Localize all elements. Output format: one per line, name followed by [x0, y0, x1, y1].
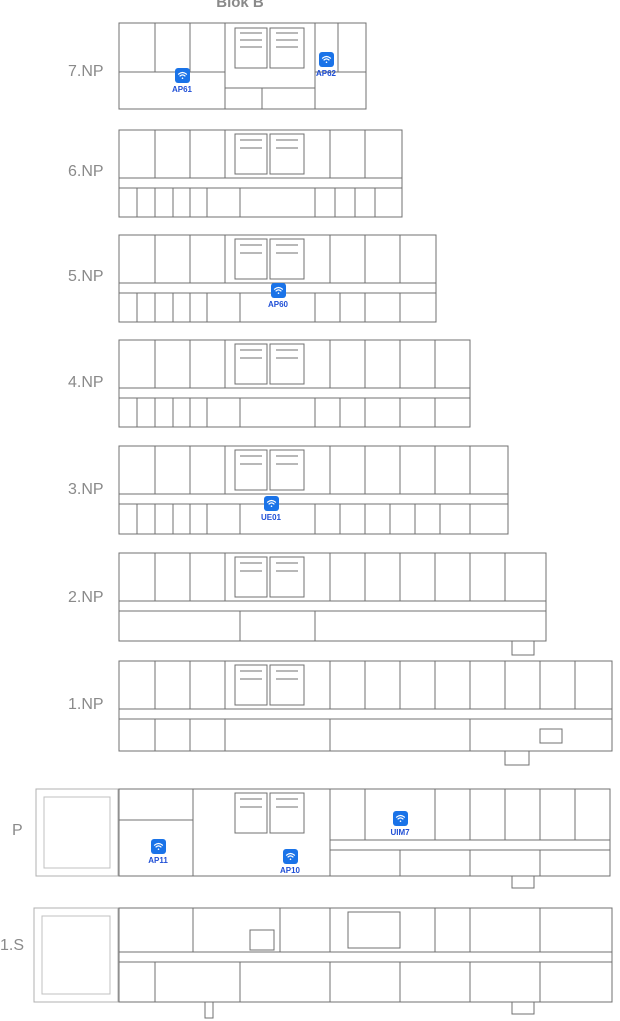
access-point-label: AP11: [148, 856, 168, 865]
access-point-ap11[interactable]: AP11: [128, 839, 188, 865]
floor-plan-p: [35, 788, 611, 889]
access-point-label: AP61: [171, 85, 192, 94]
floor-label-4np: 4.NP: [68, 374, 104, 391]
page-title: Blok B: [216, 0, 264, 11]
wifi-icon: [174, 68, 190, 83]
wifi-icon: [318, 52, 334, 67]
access-point-label: AP10: [279, 866, 300, 875]
access-point-ap10[interactable]: AP10: [260, 849, 320, 875]
floor-label-p: P: [12, 822, 23, 839]
wifi-icon: [392, 811, 408, 826]
access-point-label: UE01: [260, 513, 281, 522]
floor-label-6np: 6.NP: [68, 163, 104, 180]
floor-label-2np: 2.NP: [68, 589, 104, 606]
floor-plan-3np: [118, 445, 509, 535]
floor-label-7np: 7.NP: [68, 63, 104, 80]
access-point-label: UIM7: [390, 828, 410, 837]
access-point-ap61[interactable]: AP61: [152, 68, 212, 94]
floor-label-3np: 3.NP: [68, 481, 104, 498]
floor-plan-6np: [118, 129, 403, 218]
wifi-icon: [270, 283, 286, 298]
floor-plan-4np: [118, 339, 471, 428]
floor-plan-7np: [118, 22, 367, 110]
wifi-icon: [263, 496, 279, 511]
wifi-icon: [150, 839, 166, 854]
access-point-uim7[interactable]: UIM7: [370, 811, 430, 837]
access-point-ap62[interactable]: AP62: [296, 52, 356, 78]
wifi-icon: [282, 849, 298, 864]
floor-plan-1s: [33, 907, 613, 1019]
floor-plan-2np: [118, 552, 547, 656]
access-point-ue01[interactable]: UE01: [241, 496, 301, 522]
floor-label-1s: 1.S: [0, 937, 25, 954]
access-point-ap60[interactable]: AP60: [248, 283, 308, 309]
floor-label-1np: 1.NP: [68, 696, 104, 713]
access-point-label: AP60: [267, 300, 288, 309]
floor-label-5np: 5.NP: [68, 268, 104, 285]
floor-plan-1np: [118, 660, 613, 766]
access-point-label: AP62: [315, 69, 336, 78]
